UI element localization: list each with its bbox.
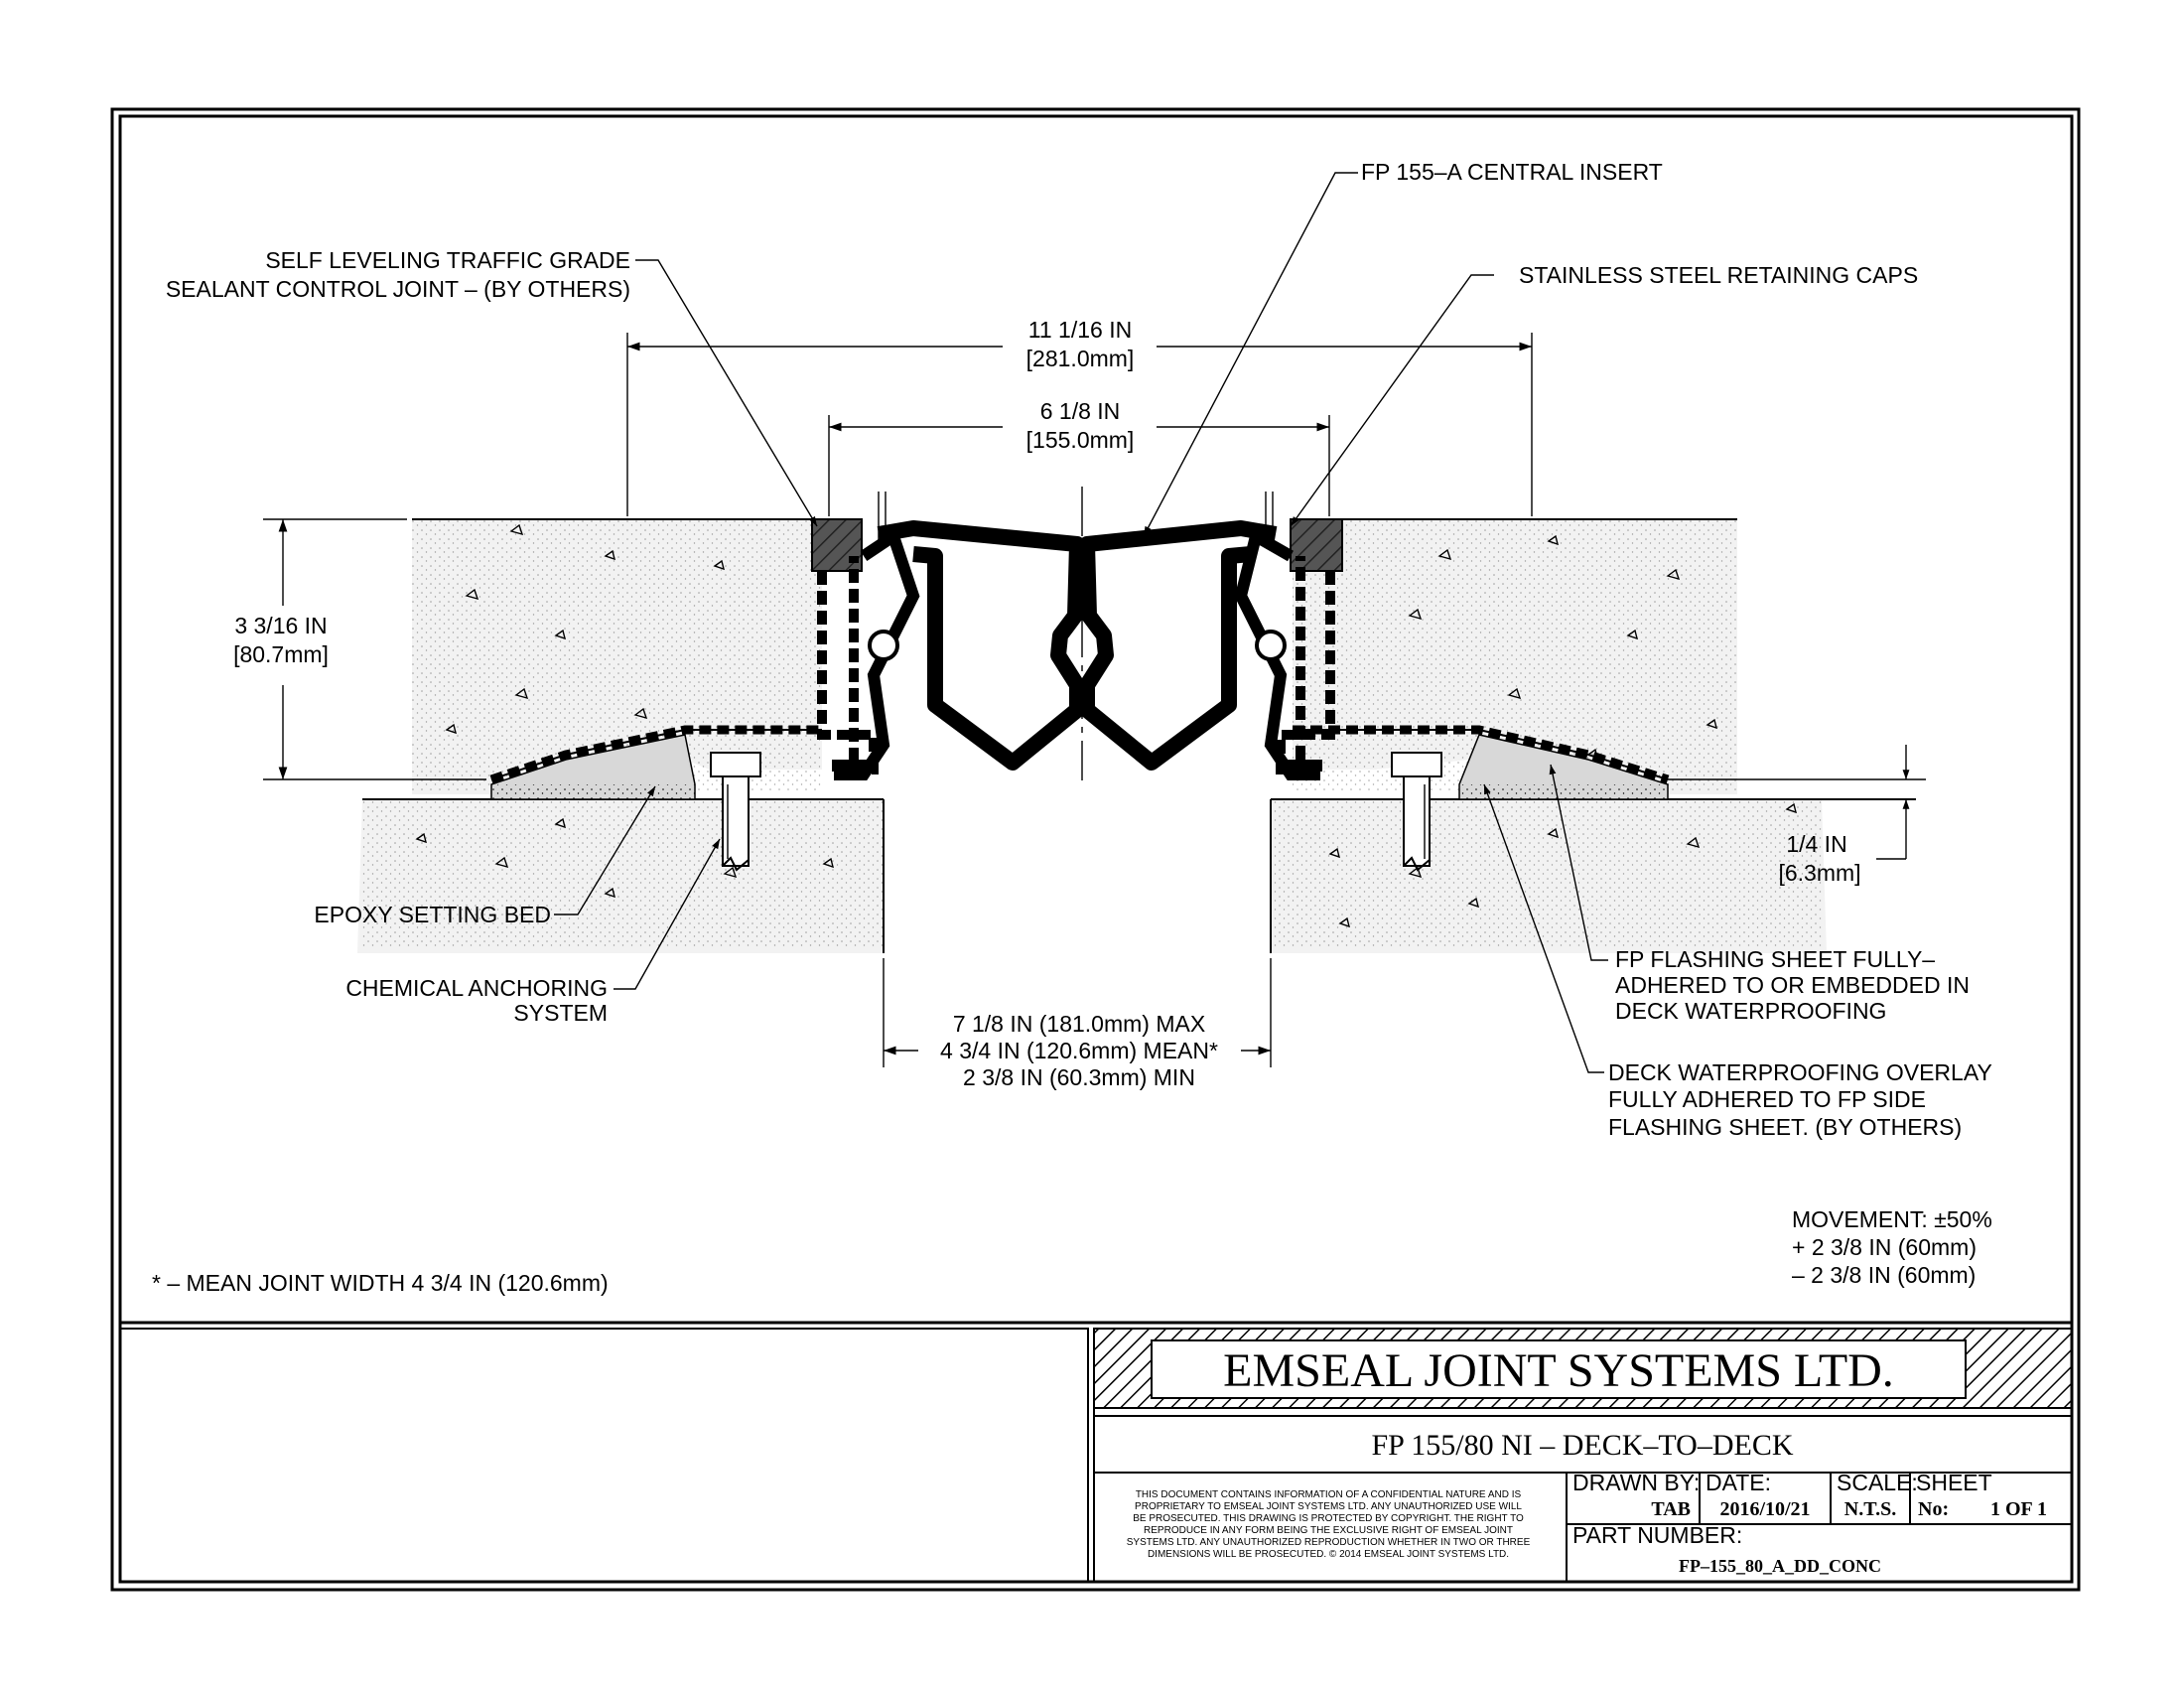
drawn-by-value: TAB [1651,1498,1691,1520]
scale-label: SCALE: [1837,1470,1918,1495]
right-anchor-bolt [1391,752,1442,872]
dim-insert-in: 6 1/8 IN [1040,398,1121,424]
label-epoxy-bed: EPOXY SETTING BED [314,902,551,927]
disclaimer-line4: REPRODUCE IN ANY FORM BEING THE EXCLUSIV… [1144,1525,1513,1536]
label-overlay-line1: DECK WATERPROOFING OVERLAY [1608,1059,1992,1085]
disclaimer-line2: PROPRIETARY TO EMSEAL JOINT SYSTEMS LTD.… [1135,1501,1522,1512]
label-retaining-caps: STAINLESS STEEL RETAINING CAPS [1519,262,1918,288]
title-block: EMSEAL JOINT SYSTEMS LTD. FP 155/80 NI –… [119,1328,2073,1583]
label-flashing-line3: DECK WATERPROOFING [1615,998,1886,1024]
label-flashing-line1: FP FLASHING SHEET FULLY– [1615,946,1935,972]
movement-minus: – 2 3/8 IN (60mm) [1792,1262,1976,1288]
left-concrete-deck [357,518,885,953]
date-value: 2016/10/21 [1719,1498,1810,1520]
scale-value: N.T.S. [1844,1498,1896,1520]
dimension-insert [828,415,1330,516]
part-number-value: FP–155_80_A_DD_CONC [1679,1556,1881,1576]
dim-recess-in: 1/4 IN [1786,831,1846,857]
leader-lines [554,172,1608,1073]
central-insert [877,487,1278,784]
label-central-insert: FP 155–A CENTRAL INSERT [1361,159,1663,185]
company-name: EMSEAL JOINT SYSTEMS LTD. [1223,1344,1894,1397]
dim-gap-mean: 4 3/4 IN (120.6mm) MEAN* [940,1038,1218,1063]
dim-depth-mm: [80.7mm] [233,641,329,667]
label-overlay-line3: FLASHING SHEET. (BY OTHERS) [1608,1114,1962,1140]
sheet-label: SHEET [1916,1470,1992,1495]
dim-gap-max: 7 1/8 IN (181.0mm) MAX [953,1011,1205,1037]
left-anchor-bolt [710,752,761,872]
date-label: DATE: [1706,1470,1771,1495]
drawing-title: FP 155/80 NI – DECK–TO–DECK [1371,1429,1793,1462]
label-overlay-line2: FULLY ADHERED TO FP SIDE [1608,1086,1926,1112]
dim-recess-mm: [6.3mm] [1778,860,1860,886]
disclaimer-line1: THIS DOCUMENT CONTAINS INFORMATION OF A … [1136,1489,1522,1500]
dimension-gap [883,958,1272,1067]
right-flashing-and-epoxy [1293,725,1670,800]
disclaimer-line5: SYSTEMS LTD. ANY UNAUTHORIZED REPRODUCTI… [1127,1537,1531,1548]
right-concrete-deck [1270,518,1916,953]
sheet-value: 1 OF 1 [1990,1498,2047,1520]
dimension-depth [263,518,486,780]
movement-plus: + 2 3/8 IN (60mm) [1792,1234,1977,1260]
dimension-overall [626,333,1533,516]
dimension-recess [1668,745,1926,860]
dim-insert-mm: [155.0mm] [1026,427,1135,453]
disclaimer-line3: BE PROSECUTED. THIS DRAWING IS PROTECTED… [1133,1513,1524,1524]
label-flashing-line2: ADHERED TO OR EMBEDDED IN [1615,972,1970,998]
part-number-label: PART NUMBER: [1572,1522,1742,1548]
outer-border [110,107,2081,1592]
sheet-no-label: No: [1918,1498,1949,1520]
left-flashing-and-epoxy [489,725,822,800]
dim-overall-mm: [281.0mm] [1026,346,1135,371]
mean-width-note: * – MEAN JOINT WIDTH 4 3/4 IN (120.6mm) [152,1270,609,1296]
label-anchoring-line1: CHEMICAL ANCHORING [345,975,608,1001]
label-anchoring-line2: SYSTEM [513,1000,608,1026]
dim-overall-in: 11 1/16 IN [1028,317,1132,343]
movement-title: MOVEMENT: ±50% [1792,1206,1992,1232]
label-sealant-line2: SEALANT CONTROL JOINT – (BY OTHERS) [166,276,630,302]
drawn-by-label: DRAWN BY: [1572,1470,1700,1495]
label-sealant-line1: SELF LEVELING TRAFFIC GRADE [265,247,630,273]
dim-depth-in: 3 3/16 IN [234,613,327,638]
dim-gap-min: 2 3/8 IN (60.3mm) MIN [963,1064,1195,1090]
blank-notes-box [119,1328,1089,1583]
disclaimer-line6: DIMENSIONS WILL BE PROSECUTED. © 2014 EM… [1148,1549,1509,1560]
